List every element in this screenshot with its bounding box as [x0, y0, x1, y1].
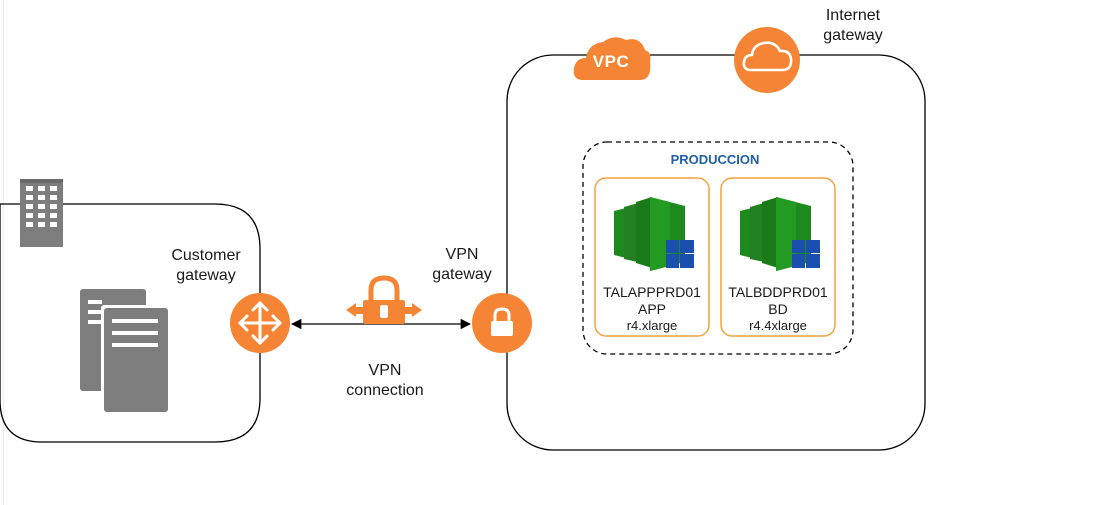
vpn-connection-label-line1: VPN: [368, 362, 402, 379]
vpn-gateway-label-line1: VPN: [445, 246, 479, 263]
instance-type: r4.xlarge: [626, 318, 678, 333]
vpn-gateway-label: VPN gateway: [418, 245, 506, 285]
padlock-icon: [346, 275, 422, 324]
customer-site-container: [0, 203, 261, 443]
internet-gateway-label-line1: Internet: [825, 7, 881, 24]
vpc-container: [506, 54, 926, 451]
instance-type: r4.4xlarge: [749, 318, 807, 333]
instance-name: TALBDDPRD01: [728, 284, 828, 300]
production-group-title: PRODUCCION: [670, 152, 760, 167]
vpn-connection-label-line2: connection: [346, 382, 424, 399]
vpn-gateway-label-line2: gateway: [432, 266, 492, 283]
building-icon: [20, 179, 63, 247]
instance-role: BD: [768, 301, 788, 317]
instance-bd-labels: TALBDDPRD01 BD r4.4xlarge: [721, 284, 835, 334]
vpc-cloud-icon: [573, 37, 651, 80]
windows-icon: [666, 240, 694, 268]
customer-gateway-label-line1: Customer: [171, 247, 241, 264]
router-icon: [230, 293, 290, 353]
instance-name: TALAPPPRD01: [603, 284, 701, 300]
instance-role: APP: [637, 301, 666, 317]
cloud-icon: [734, 27, 800, 93]
vpn-connection-label: VPN connection: [334, 361, 436, 401]
windows-icon: [792, 240, 820, 268]
internet-gateway-label-line2: gateway: [823, 27, 883, 44]
customer-gateway-label: Customer gateway: [158, 246, 254, 286]
corporate-data-center-icon: [80, 289, 168, 412]
vpc-label: VPC: [592, 52, 630, 71]
instance-app-labels: TALAPPPRD01 APP r4.xlarge: [595, 284, 709, 334]
internet-gateway-label: Internet gateway: [805, 6, 901, 46]
production-group: [582, 141, 854, 355]
customer-gateway-label-line2: gateway: [176, 267, 236, 284]
lock-icon: [472, 293, 532, 353]
